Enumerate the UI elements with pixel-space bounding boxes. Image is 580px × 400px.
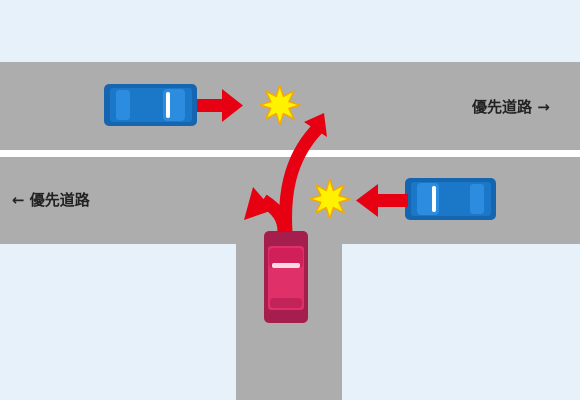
arrow-red-car-left-turn [244,187,291,233]
red-car-side-road [264,231,308,323]
blue-car-upper-lane [104,84,197,126]
collision-star-icon-lower [308,178,351,220]
collision-star-icon-upper [258,84,301,126]
arrow-lower-car-left [356,184,408,217]
blue-car-lower-lane [405,178,496,220]
priority-road-label-left: ← 優先道路 [12,191,91,209]
arrow-upper-car-right [197,89,243,122]
priority-road-label-right: 優先道路 → [471,98,550,116]
lane-divider [0,150,580,157]
